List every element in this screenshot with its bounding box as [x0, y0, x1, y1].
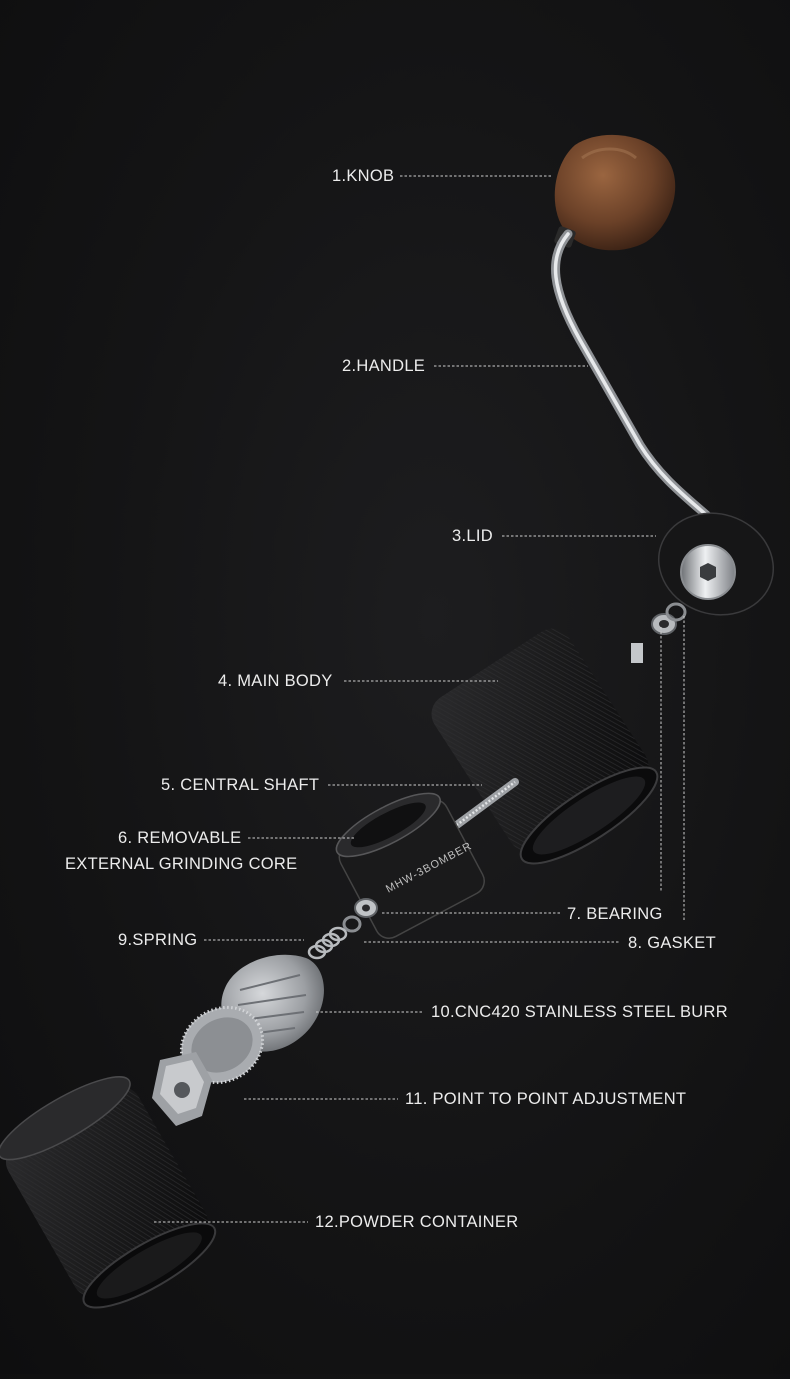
shaft-tip [631, 643, 643, 663]
label-bearing: 7. BEARING [567, 905, 663, 923]
label-gasket: 8. GASKET [628, 934, 716, 952]
label-handle: 2.HANDLE [342, 357, 426, 375]
powder-container-part [0, 1076, 217, 1309]
label-central-shaft: 5. CENTRAL SHAFT [161, 776, 320, 794]
adjustment-part [152, 1052, 212, 1126]
bearing-lower-part [342, 898, 378, 933]
label-lid: 3.LID [452, 527, 493, 545]
grinding-core-part: MHW-3BOMBER [335, 792, 485, 939]
label-removable-core-line1: 6. REMOVABLE [118, 829, 242, 847]
bearing-gasket-top [651, 602, 687, 635]
label-main-body: 4. MAIN BODY [218, 672, 333, 690]
lid-part [657, 512, 775, 616]
label-burr: 10.CNC420 STAINLESS STEEL BURR [431, 1003, 728, 1021]
label-knob: 1.KNOB [332, 167, 395, 185]
spring-part [307, 926, 348, 960]
label-powder-container: 12.POWDER CONTAINER [315, 1213, 519, 1231]
main-body-part [431, 628, 659, 865]
leader-lines [154, 175, 685, 1223]
label-removable-core-line2: EXTERNAL GRINDING CORE [65, 855, 298, 873]
knob-part [554, 134, 676, 251]
handle-part [551, 229, 717, 525]
label-spring: 9.SPRING [118, 931, 198, 949]
label-adjustment: 11. POINT TO POINT ADJUSTMENT [405, 1090, 687, 1108]
